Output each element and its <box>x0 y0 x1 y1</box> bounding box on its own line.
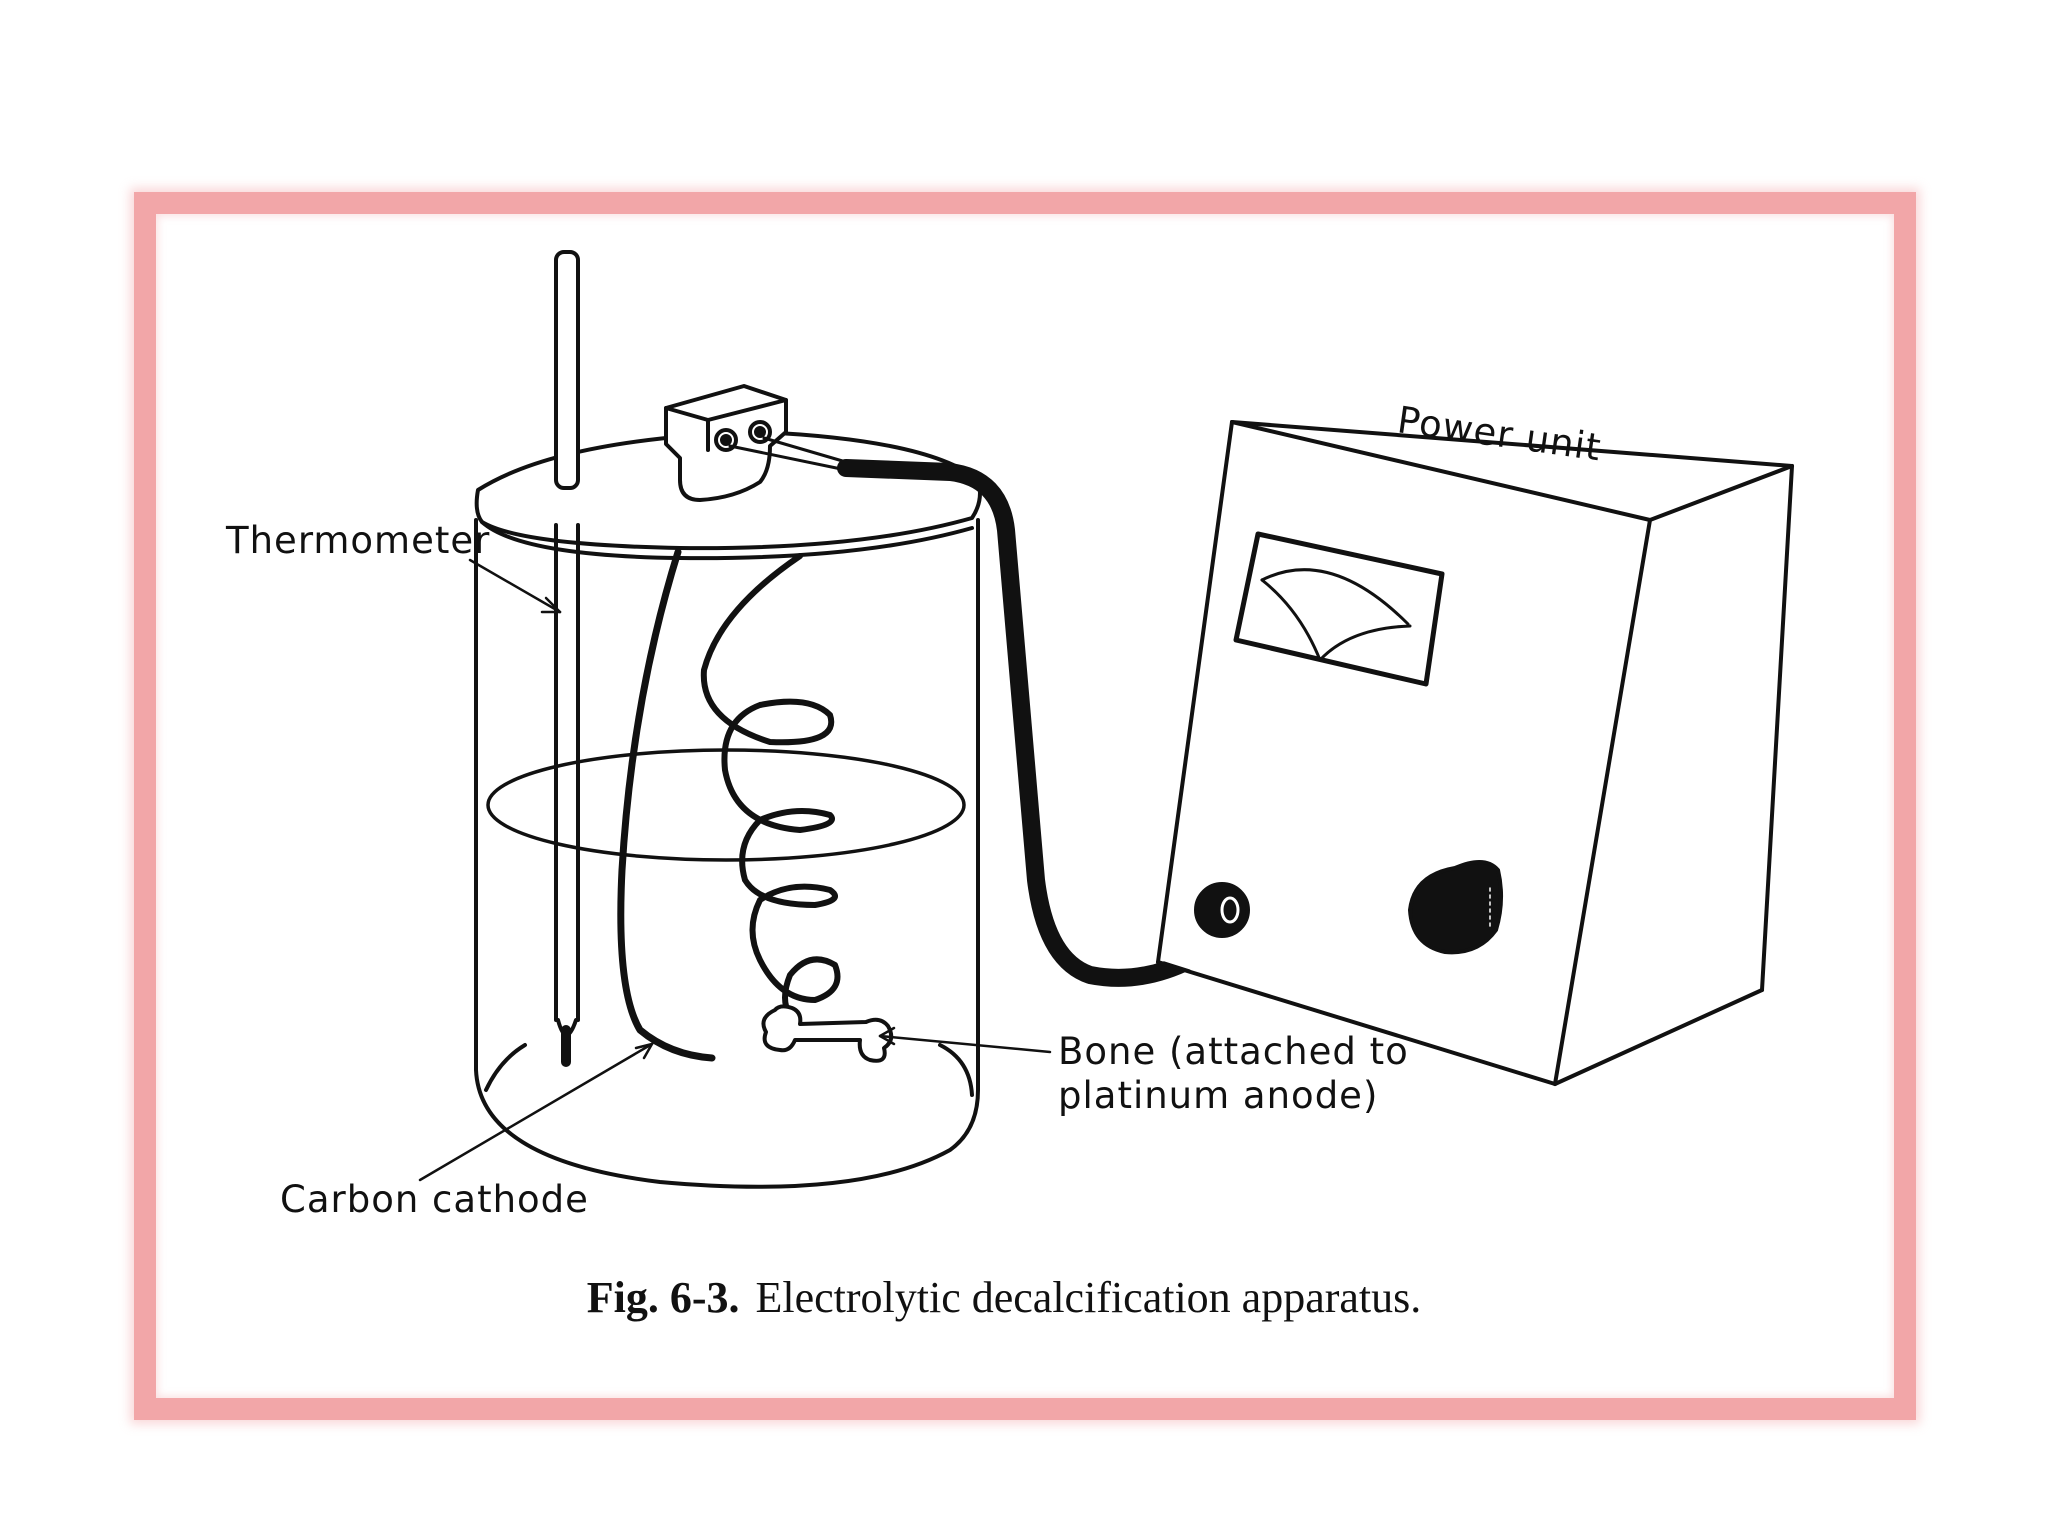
bone-label-line2: platinum anode) <box>1058 1074 1378 1117</box>
figure-number: Fig. 6-3. <box>587 1273 740 1322</box>
thermometer-label: Thermometer <box>225 519 490 562</box>
terminal-block <box>664 384 788 502</box>
figure-caption: Fig. 6-3. Electrolytic decalcification a… <box>587 1273 1422 1322</box>
carbon-cathode-label: Carbon cathode <box>280 1178 589 1221</box>
leader-lines <box>418 558 1052 1182</box>
bone-label-line1: Bone (attached to <box>1058 1030 1409 1073</box>
thermometer <box>554 250 580 1067</box>
control-knob <box>1408 860 1503 955</box>
power-unit <box>1156 420 1794 1086</box>
meter <box>1233 531 1445 687</box>
figure-caption-text: Electrolytic decalcification apparatus. <box>755 1273 1421 1322</box>
bone <box>761 1004 894 1063</box>
platinum-anode-coil <box>700 553 841 1018</box>
beaker <box>474 518 980 1189</box>
carbon-cathode <box>617 548 716 1062</box>
output-jack <box>1194 882 1250 938</box>
